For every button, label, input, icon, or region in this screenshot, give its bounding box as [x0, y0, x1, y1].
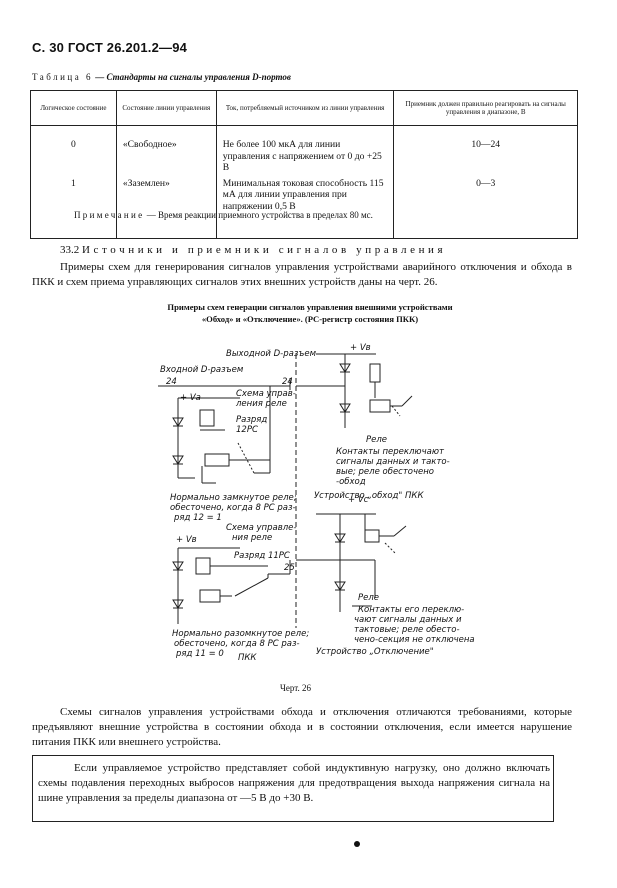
label-device-bypass: Устройство „обход" ПКК	[314, 491, 424, 501]
label-bit11: Разряд 11PC	[234, 551, 290, 561]
column-header: Состояние линии управления	[115, 90, 217, 126]
note-text: — Время реакции приемного устройства в п…	[144, 210, 373, 220]
label-relay-ctrl-1a: Схема управ-	[236, 389, 296, 399]
label-relay-ctrl-2b: ния реле	[232, 533, 272, 543]
label-contacts-1a: Контакты переключают	[336, 447, 445, 457]
circuit-diagram: Выходной D-разъем Входной D-разъем 24 24…	[158, 343, 475, 663]
cell-range: 10—24	[393, 125, 578, 176]
figure-title: Примеры схем генерации сигналов управлен…	[100, 301, 520, 325]
label-no-b: обесточено, когда 8 PC раз-	[174, 639, 300, 649]
label-no-a: Нормально разомкнутое реле;	[172, 629, 309, 639]
section-title: Источники и приемники сигналов управлени…	[82, 244, 447, 256]
label-no-c: ряд 11 = 0	[175, 649, 224, 659]
cell-logic: 1	[30, 175, 117, 239]
page-header: С. 30 ГОСТ 26.201.2—94	[32, 40, 188, 55]
label-relay-ctrl-1b: ления реле	[235, 399, 287, 409]
column-header: Ток, потребляемый источником из линии уп…	[215, 90, 395, 126]
label-contacts-2d: чено-секция не отключена	[354, 635, 475, 645]
label-output-connector: Выходной D-разъем	[226, 349, 317, 359]
table-caption-title: — Стандарты на сигналы управления D-порт…	[93, 72, 291, 82]
note-label: Примечание	[74, 210, 145, 220]
cell-current: Не более 100 мкА для линии управления с …	[215, 125, 395, 176]
label-contacts-2b: чают сигналы данных и	[354, 615, 462, 625]
boxed-note-frame	[32, 755, 554, 822]
section-paragraph: Примеры схем для генерирования сигналов …	[32, 261, 572, 288]
cell-state: «Свободное»	[115, 125, 217, 176]
figure-caption: Черт. 26	[280, 683, 311, 693]
boxed-note-text: Если управляемое устройство представляет…	[38, 762, 550, 804]
label-input-connector: Входной D-разъем	[160, 365, 244, 375]
label-contacts-1b: сигналы данных и такто-	[336, 457, 450, 467]
section-heading: 33.2 Источники и приемники сигналов упра…	[60, 244, 446, 256]
body-paragraph: Схемы сигналов управления устройствами о…	[32, 706, 572, 748]
label-relay-1: Реле	[366, 435, 387, 445]
label-nc-a: Нормально замкнутое реле;	[170, 493, 297, 503]
cell-current: Минимальная токовая способность 115 мА д…	[215, 175, 395, 239]
table-row: 1 «Заземлен» Минимальная токовая способн…	[30, 175, 578, 239]
cell-logic: 0	[30, 125, 117, 176]
table-row: 0 «Свободное» Не более 100 мкА для линии…	[30, 125, 578, 176]
label-vb-top: + Vв	[350, 343, 371, 353]
label-bit12-b: 12PC	[236, 425, 258, 435]
section-number: 33.2	[60, 244, 80, 256]
column-header: Приемник должен правильно реагировать на…	[393, 90, 578, 126]
label-pin-25: 25	[284, 563, 295, 573]
table-header-row: Логическое состояние Состояние линии упр…	[30, 90, 578, 126]
label-nc-c: ряд 12 = 1	[173, 513, 222, 523]
label-contacts-2c: тактовые; реле обесто-	[354, 625, 460, 635]
table-note: Примечание — Время реакции приемного уст…	[74, 210, 373, 220]
cell-range: 0—3	[393, 175, 578, 239]
label-contacts-2a: Контакты его переклю-	[358, 605, 464, 615]
table-caption-prefix: Таблица 6	[32, 72, 93, 82]
label-pin-24-right: 24	[282, 377, 293, 387]
label-contacts-1d: -обход	[336, 477, 366, 487]
label-pin-24-left: 24	[166, 377, 177, 387]
label-nc-b: обесточено, когда 8 PC раз-	[170, 503, 296, 513]
label-vc: + Vс	[348, 495, 369, 505]
page-dot-mark	[354, 841, 360, 847]
cell-state: «Заземлен»	[115, 175, 217, 239]
label-device-off: Устройство „Отключение"	[316, 647, 434, 657]
label-va: + Vа	[180, 393, 201, 403]
table-caption: Таблица 6 — Стандарты на сигналы управле…	[32, 72, 291, 82]
figure-title-line: Примеры схем генерации сигналов управлен…	[167, 302, 453, 312]
label-pkk: ПКК	[238, 653, 257, 663]
label-relay-2: Реле	[358, 593, 379, 603]
column-header: Логическое состояние	[30, 90, 117, 126]
label-vb-left: + Vв	[176, 535, 197, 545]
label-bit12-a: Разряд	[236, 415, 267, 425]
label-relay-ctrl-2a: Схема управле-	[226, 523, 296, 533]
label-contacts-1c: вые; реле обесточено	[336, 467, 434, 477]
figure-title-line: «Обход» и «Отключение». (PC-регистр сост…	[201, 314, 419, 324]
signal-standards-table: Логическое состояние Состояние линии упр…	[30, 90, 578, 239]
